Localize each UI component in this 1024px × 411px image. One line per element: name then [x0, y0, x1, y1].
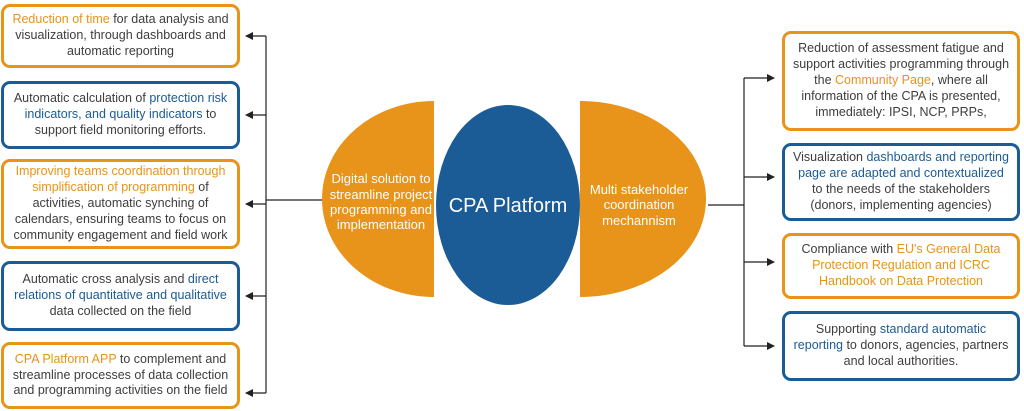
right-box-2-after: to the needs of the stakeholders (donors… — [810, 182, 992, 212]
left-box-5-highlight: CPA Platform APP — [14, 351, 117, 366]
left-box-3-highlight: Improving teams coordination through sim… — [15, 164, 226, 195]
right-box-4-after: to donors, agencies, partners and local … — [842, 338, 1009, 368]
left-box-2-before: Automatic calculation of — [13, 91, 150, 106]
left-shape-label: Digital solution to streamline project p… — [326, 162, 436, 242]
left-box-2-highlight: protection risk indicators, and quality … — [24, 91, 228, 122]
right-box-4-highlight: standard automatic reporting — [793, 322, 987, 353]
right-shape-text: Multi stakeholder coordination mechannis… — [589, 182, 689, 228]
right-box-2-highlight: dashboards and reporting page are adapte… — [798, 150, 1009, 181]
center-circle — [436, 105, 580, 305]
left-box-5-text: CPA Platform APP to complement and strea… — [11, 352, 230, 400]
left-box-1-text: Reduction of time for data analysis and … — [11, 12, 230, 60]
right-box-3: Compliance with EU's General Data Protec… — [782, 233, 1020, 299]
right-box-1-highlight: Community Page — [835, 73, 931, 88]
left-box-5-after: to complement and streamline processes o… — [12, 351, 229, 398]
center-title: CPA Platform — [448, 194, 568, 217]
left-box-2-after: to support field monitoring efforts. — [34, 107, 217, 137]
left-box-5: CPA Platform APP to complement and strea… — [1, 342, 240, 409]
right-box-1-text: Reduction of assessment fatigue and supp… — [792, 41, 1010, 120]
left-box-3-after: of activities, automatic synching of cal… — [13, 180, 228, 242]
right-box-2-before: Visualization — [793, 150, 867, 165]
right-box-1: Reduction of assessment fatigue and supp… — [782, 31, 1020, 131]
left-box-3: Improving teams coordination through sim… — [1, 159, 240, 249]
left-box-4-after: data collected on the field — [49, 303, 192, 318]
left-box-1-highlight: Reduction of time — [12, 12, 110, 27]
center-title-wrap: CPA Platform — [440, 186, 576, 226]
left-box-1: Reduction of time for data analysis and … — [1, 4, 240, 68]
left-box-1-after: for data analysis and visualization, thr… — [15, 12, 229, 58]
right-box-2: Visualization dashboards and reporting p… — [782, 143, 1020, 221]
right-box-4-before: Supporting — [815, 322, 880, 337]
right-box-3-before: Compliance with — [801, 242, 897, 257]
right-box-3-text: Compliance with EU's General Data Protec… — [792, 242, 1010, 290]
right-box-2-text: Visualization dashboards and reporting p… — [792, 150, 1010, 214]
left-half-shape — [322, 101, 434, 297]
right-shape-label: Multi stakeholder coordination mechannis… — [584, 176, 694, 234]
right-box-4: Supporting standard automatic reporting … — [782, 311, 1020, 381]
left-box-2: Automatic calculation of protection risk… — [1, 81, 240, 149]
left-box-2-text: Automatic calculation of protection risk… — [11, 91, 230, 139]
right-box-1-before: Reduction of assessment fatigue and supp… — [792, 41, 1010, 88]
right-box-4-text: Supporting standard automatic reporting … — [792, 322, 1010, 370]
right-box-1-after: , where all information of the CPA is pr… — [801, 73, 1001, 119]
right-box-3-highlight: EU's General Data Protection Regulation … — [812, 242, 1001, 288]
left-box-4-highlight: direct relations of quantitative and qua… — [14, 272, 227, 303]
left-shape-text: Digital solution to streamline project p… — [329, 171, 433, 233]
left-box-4-before: Automatic cross analysis and — [22, 272, 188, 287]
left-connectors — [245, 32, 322, 397]
right-connectors — [708, 74, 775, 350]
right-half-shape — [580, 101, 706, 297]
left-box-4: Automatic cross analysis and direct rela… — [1, 261, 240, 331]
left-box-4-text: Automatic cross analysis and direct rela… — [11, 272, 230, 320]
left-box-3-text: Improving teams coordination through sim… — [11, 164, 230, 243]
